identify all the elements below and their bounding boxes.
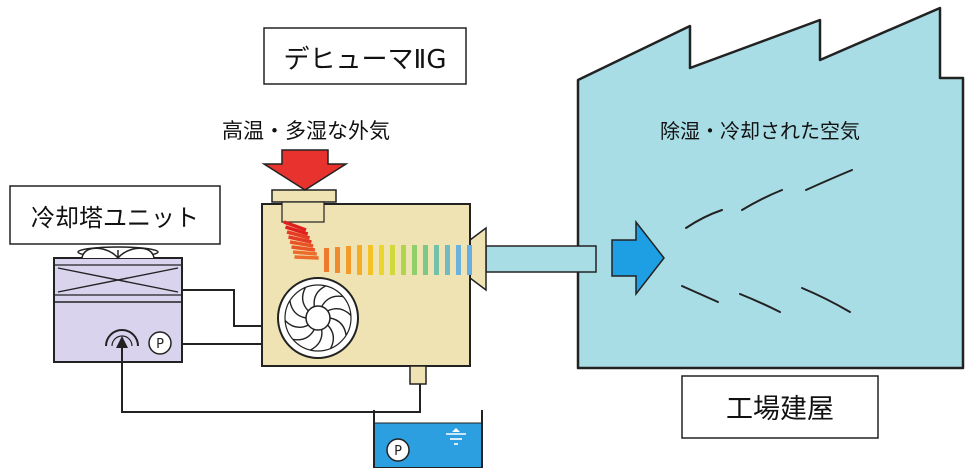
airflow-stripe bbox=[456, 245, 461, 275]
airflow-curve-stripe bbox=[291, 245, 316, 252]
fan-blade bbox=[329, 317, 347, 336]
fan-blade bbox=[289, 300, 307, 319]
airflow-curve-stripe bbox=[283, 220, 307, 232]
airflow-stripe bbox=[445, 245, 450, 275]
airflow-curve-stripe bbox=[288, 235, 312, 244]
airflow-stripe bbox=[423, 245, 428, 275]
intake-collar bbox=[271, 189, 337, 203]
fan-blade bbox=[313, 285, 327, 307]
fan-blade bbox=[327, 324, 335, 349]
airflow-stripe bbox=[335, 247, 340, 273]
airflow-curve-stripe bbox=[286, 230, 311, 240]
output-arrow bbox=[611, 219, 665, 297]
airflow-stripes bbox=[324, 245, 472, 275]
output-air-label: 除湿・冷却された空気 bbox=[660, 119, 860, 143]
fan-blade bbox=[292, 329, 315, 341]
air-streaks bbox=[681, 169, 853, 313]
airflow-stripe bbox=[467, 245, 472, 275]
fan-blade bbox=[321, 295, 344, 307]
return-arrowhead bbox=[116, 336, 128, 348]
cooling-tower-label-box bbox=[9, 185, 221, 245]
air-duct bbox=[485, 245, 597, 273]
airflow-stripe bbox=[357, 245, 362, 275]
airflow-stripe bbox=[368, 245, 373, 275]
airflow-stripe bbox=[401, 245, 406, 275]
airflow-stripe bbox=[346, 246, 351, 274]
coolant-pipes bbox=[121, 289, 421, 413]
fan-blade bbox=[301, 287, 309, 312]
airflow-stripe bbox=[390, 245, 395, 275]
intake-opening bbox=[281, 201, 325, 223]
factory-label-box bbox=[681, 375, 879, 439]
airflow-curve-stripe bbox=[284, 225, 309, 236]
airflow-curve-stripe bbox=[289, 240, 314, 248]
fan bbox=[277, 277, 359, 359]
svg-text:P: P bbox=[394, 444, 402, 459]
drain-spout bbox=[409, 365, 427, 385]
airflow-curve-stripe bbox=[294, 255, 319, 260]
tower-pump: P bbox=[148, 331, 172, 355]
fan-blade bbox=[309, 329, 323, 351]
airflow-stripe bbox=[379, 245, 384, 275]
airflow-curve bbox=[283, 220, 319, 260]
fan-blade bbox=[327, 308, 352, 316]
airflow-stripe bbox=[412, 245, 417, 275]
factory-building bbox=[576, 6, 965, 370]
tank-pump: P bbox=[386, 438, 410, 462]
product-name-box bbox=[263, 27, 467, 85]
intake-arrow bbox=[261, 149, 349, 191]
water-tank bbox=[373, 410, 483, 468]
airflow-stripe bbox=[434, 245, 439, 275]
airflow-stripe bbox=[324, 248, 329, 272]
duct-flange bbox=[469, 226, 487, 292]
product-name: デヒューマⅡG bbox=[284, 45, 447, 75]
fan-blade bbox=[284, 320, 309, 328]
factory-label: 工場建屋 bbox=[726, 394, 834, 425]
airflow-curve-stripe bbox=[292, 250, 317, 256]
svg-text:P: P bbox=[156, 337, 164, 352]
cooling-tower-label: 冷却塔ユニット bbox=[31, 204, 199, 232]
intake-air-label: 高温・多湿な外気 bbox=[222, 119, 390, 143]
